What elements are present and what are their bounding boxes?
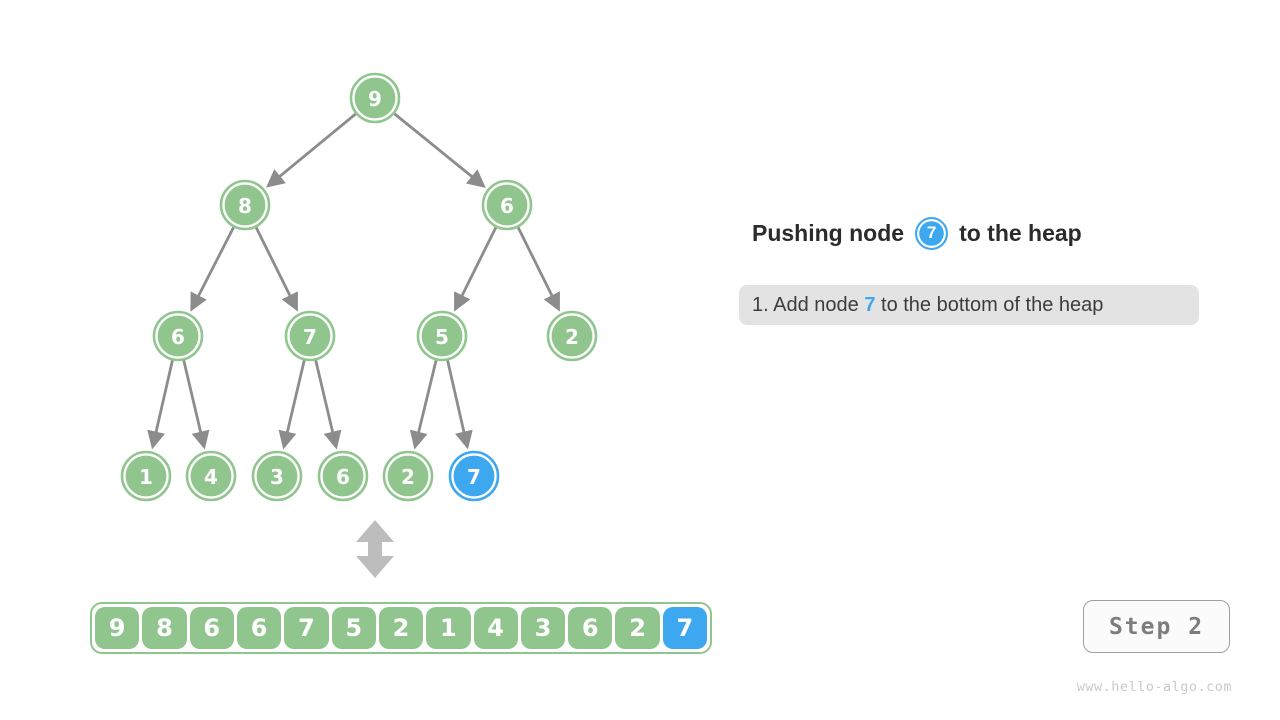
tree-edge bbox=[254, 226, 298, 312]
tree-node-6: 6 bbox=[152, 310, 204, 362]
array-cell: 3 bbox=[520, 607, 566, 649]
heap-tree-diagram: 9 8 6 6 7 5 2 1 4 3 6 2 7 bbox=[120, 72, 598, 578]
svg-text:4: 4 bbox=[204, 465, 218, 489]
tree-node-4: 4 bbox=[185, 450, 237, 502]
figure-title: Pushing node 7 to the heap bbox=[752, 215, 1082, 251]
array-cell: 2 bbox=[615, 607, 660, 649]
tree-node-1: 1 bbox=[120, 450, 172, 502]
array-cell: 4 bbox=[473, 607, 518, 649]
svg-text:6: 6 bbox=[500, 194, 514, 218]
tree-edge bbox=[516, 226, 560, 312]
tree-edge bbox=[409, 359, 438, 450]
tree-node-7: 7 bbox=[448, 450, 500, 502]
tree-node-2: 2 bbox=[546, 310, 598, 362]
array-cell: 7 bbox=[284, 607, 329, 649]
tree-edge bbox=[190, 226, 235, 312]
tree-node-7: 7 bbox=[284, 310, 336, 362]
svg-text:7: 7 bbox=[467, 465, 481, 489]
tree-edge bbox=[314, 360, 342, 450]
svg-text:2: 2 bbox=[565, 325, 579, 349]
svg-text:6: 6 bbox=[171, 325, 185, 349]
svg-text:8: 8 bbox=[238, 194, 252, 218]
tree-edge bbox=[266, 112, 357, 188]
title-prefix: Pushing node bbox=[752, 219, 905, 246]
tree-nodes: 9 8 6 6 7 5 2 1 4 3 6 2 7 bbox=[120, 72, 598, 502]
tree-edge bbox=[182, 360, 210, 450]
array-cell: 2 bbox=[378, 607, 424, 649]
tree-node-6: 6 bbox=[317, 450, 369, 502]
tree-edge bbox=[446, 360, 473, 450]
instruction-suffix: to the bottom of the heap bbox=[875, 293, 1104, 316]
svg-text:5: 5 bbox=[435, 325, 449, 349]
tree-edges bbox=[147, 112, 560, 450]
title-node-badge: 7 bbox=[915, 216, 949, 250]
tree-node-8: 8 bbox=[219, 179, 271, 231]
instruction-step-box: 1. Add node 7 to the bottom of the heap bbox=[739, 285, 1199, 325]
array-cell: 6 bbox=[189, 607, 234, 649]
tree-node-5: 5 bbox=[416, 310, 468, 362]
array-cell: 9 bbox=[95, 607, 140, 649]
array-cell: 6 bbox=[236, 607, 282, 649]
title-suffix: to the heap bbox=[959, 219, 1082, 246]
svg-text:2: 2 bbox=[401, 465, 415, 489]
tree-node-6: 6 bbox=[481, 179, 533, 231]
instruction-node-value: 7 bbox=[864, 293, 876, 316]
svg-text:9: 9 bbox=[368, 87, 382, 111]
tree-edge bbox=[393, 112, 486, 188]
svg-text:6: 6 bbox=[336, 465, 350, 489]
svg-text:3: 3 bbox=[270, 465, 284, 489]
step-button[interactable]: Step 2 bbox=[1083, 600, 1230, 653]
svg-text:1: 1 bbox=[139, 465, 153, 489]
tree-node-3: 3 bbox=[251, 450, 303, 502]
tree-node-2: 2 bbox=[382, 450, 434, 502]
tree-node-9: 9 bbox=[349, 72, 401, 124]
tree-edge bbox=[147, 360, 174, 450]
array-cell: 7 bbox=[662, 607, 708, 649]
array-cell: 6 bbox=[568, 607, 613, 649]
svg-text:7: 7 bbox=[303, 325, 317, 349]
tree-array-equivalence-arrow-icon bbox=[356, 520, 394, 578]
instruction-prefix: 1. Add node bbox=[752, 293, 865, 316]
title-node-value: 7 bbox=[926, 223, 937, 242]
tree-edge bbox=[278, 360, 306, 450]
array-cell: 1 bbox=[426, 607, 471, 649]
tree-edge bbox=[454, 226, 498, 312]
array-cell: 5 bbox=[331, 607, 376, 649]
array-cell: 8 bbox=[142, 607, 187, 649]
watermark: www.hello-algo.com bbox=[1076, 679, 1232, 695]
